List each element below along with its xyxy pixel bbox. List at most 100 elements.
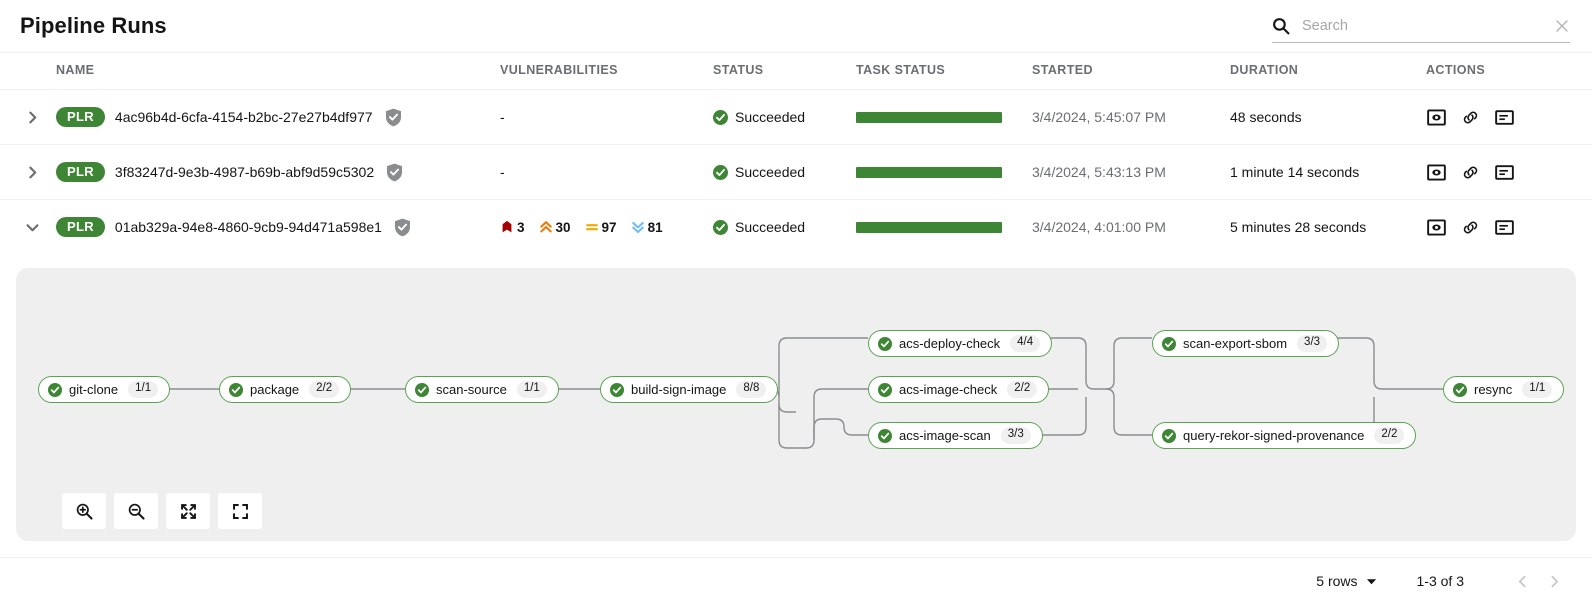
task-status-bar — [856, 111, 1002, 123]
chevron-right-icon[interactable] — [14, 154, 50, 190]
pipeline-node-label: git-clone — [69, 382, 119, 397]
row-duration-cell: 5 minutes 28 seconds — [1230, 200, 1426, 255]
pipeline-graph-edges — [156, 337, 1443, 449]
search-box[interactable] — [1272, 9, 1570, 43]
status-label: Succeeded — [735, 164, 806, 180]
run-type-badge: PLR — [56, 217, 105, 237]
run-name[interactable]: 4ac96b4d-6cfa-4154-b2bc-27e27b4df977 — [114, 109, 373, 125]
row-started-cell: 3/4/2024, 4:01:00 PM — [1032, 200, 1230, 255]
table-row[interactable]: PLR 01ab329a-94e8-4860-9cb9-94d471a598e1… — [0, 200, 1592, 255]
duration-value: 1 minute 14 seconds — [1230, 164, 1360, 180]
severity-critical-icon — [502, 220, 512, 233]
row-task-status-cell — [856, 144, 1032, 200]
search-icon — [1272, 17, 1290, 35]
eye-box-icon[interactable] — [1426, 217, 1446, 237]
vulnerability-critical: 3 — [500, 220, 525, 235]
table-row[interactable]: PLR 3f83247d-9e3b-4987-b69b-abf9d59c5302… — [0, 144, 1592, 200]
fit-to-screen-button[interactable] — [166, 493, 210, 529]
link-icon[interactable] — [1460, 107, 1480, 127]
search-input[interactable] — [1302, 17, 1548, 34]
page-header: Pipeline Runs — [0, 0, 1592, 52]
zoom-in-icon — [75, 502, 94, 521]
column-header-name: NAME — [56, 52, 500, 90]
check-circle-icon — [878, 336, 892, 351]
table-header: NAME VULNERABILITIES STATUS TASK STATUS … — [0, 52, 1592, 90]
check-circle-icon — [1162, 428, 1176, 443]
row-vulnerabilities-cell: - — [500, 144, 713, 200]
pipeline-node-git-clone[interactable]: git-clone 1/1 — [38, 376, 171, 403]
run-type-badge: PLR — [56, 162, 105, 182]
row-name-cell: PLR 01ab329a-94e8-4860-9cb9-94d471a598e1 — [56, 200, 500, 255]
row-vulnerabilities-cell: - — [500, 89, 713, 145]
pipeline-node-resync[interactable]: resync 1/1 — [1443, 376, 1565, 403]
vulnerabilities-empty: - — [500, 109, 505, 125]
row-name-cell: PLR 4ac96b4d-6cfa-4154-b2bc-27e27b4df977 — [56, 89, 500, 145]
row-actions-cell — [1426, 89, 1592, 145]
column-header-task-status: TASK STATUS — [856, 52, 1032, 90]
link-icon[interactable] — [1460, 162, 1480, 182]
page-title: Pipeline Runs — [20, 13, 167, 38]
link-icon[interactable] — [1460, 217, 1480, 237]
check-circle-icon — [713, 219, 728, 235]
pipeline-node-count: 2/2 — [1374, 427, 1405, 444]
pipeline-graph-panel: git-clone 1/1 package 2/2 scan-source 1/… — [16, 268, 1576, 541]
pipeline-node-count: 4/4 — [1010, 335, 1041, 352]
page-range-label: 1-3 of 3 — [1416, 573, 1464, 589]
vulnerability-low: 81 — [631, 220, 663, 235]
pipeline-node-count: 1/1 — [1522, 381, 1553, 398]
row-status-cell: Succeeded — [713, 200, 856, 255]
pipeline-node-count: 2/2 — [309, 381, 340, 398]
pipeline-node-count: 2/2 — [1007, 381, 1038, 398]
pipeline-node-count: 1/1 — [128, 381, 159, 398]
expand-arrows-icon — [179, 502, 198, 521]
duration-value: 5 minutes 28 seconds — [1230, 219, 1367, 235]
column-header-actions: ACTIONS — [1426, 52, 1592, 90]
vulnerabilities-empty: - — [500, 164, 505, 180]
previous-page-button[interactable] — [1506, 565, 1538, 597]
logs-box-icon[interactable] — [1494, 217, 1514, 237]
row-status-cell: Succeeded — [713, 144, 856, 200]
shield-check-icon — [386, 163, 403, 182]
fullscreen-brackets-icon — [231, 502, 250, 521]
caret-down-icon — [1366, 576, 1377, 587]
pipeline-node-count: 3/3 — [1000, 427, 1031, 444]
severity-important-icon — [539, 221, 552, 233]
reset-view-button[interactable] — [218, 493, 262, 529]
pipeline-node-package[interactable]: package 2/2 — [219, 376, 352, 403]
pipeline-node-acs-image-scan[interactable]: acs-image-scan 3/3 — [868, 422, 1043, 449]
row-actions-cell — [1426, 144, 1592, 200]
pipeline-node-scan-export-sbom[interactable]: scan-export-sbom 3/3 — [1152, 330, 1340, 357]
row-status-cell: Succeeded — [713, 89, 856, 145]
zoom-out-icon — [127, 502, 146, 521]
rows-per-page-label: 5 rows — [1316, 573, 1358, 589]
table-row[interactable]: PLR 4ac96b4d-6cfa-4154-b2bc-27e27b4df977… — [0, 89, 1592, 145]
logs-box-icon[interactable] — [1494, 107, 1514, 127]
row-toggle-cell — [0, 144, 56, 200]
pipeline-node-count: 1/1 — [516, 381, 547, 398]
chevron-right-icon[interactable] — [14, 99, 50, 135]
pipeline-node-acs-image-check[interactable]: acs-image-check 2/2 — [868, 376, 1050, 403]
run-type-badge: PLR — [56, 107, 105, 127]
run-name[interactable]: 01ab329a-94e8-4860-9cb9-94d471a598e1 — [114, 219, 382, 235]
row-name-cell: PLR 3f83247d-9e3b-4987-b69b-abf9d59c5302 — [56, 144, 500, 200]
eye-box-icon[interactable] — [1426, 107, 1446, 127]
chevron-down-icon[interactable] — [14, 209, 50, 245]
run-name[interactable]: 3f83247d-9e3b-4987-b69b-abf9d59c5302 — [114, 164, 375, 180]
pipeline-node-query-rekor-signed-provenance[interactable]: query-rekor-signed-provenance 2/2 — [1152, 422, 1417, 449]
eye-box-icon[interactable] — [1426, 162, 1446, 182]
row-duration-cell: 1 minute 14 seconds — [1230, 144, 1426, 200]
close-icon[interactable] — [1554, 18, 1570, 34]
logs-box-icon[interactable] — [1494, 162, 1514, 182]
next-page-button[interactable] — [1538, 565, 1570, 597]
shield-check-icon — [394, 218, 411, 237]
pipeline-node-build-sign-image[interactable]: build-sign-image 8/8 — [600, 376, 779, 403]
zoom-out-button[interactable] — [114, 493, 158, 529]
footer-divider — [0, 557, 1592, 558]
duration-value: 48 seconds — [1230, 109, 1302, 125]
pipeline-node-acs-deploy-check[interactable]: acs-deploy-check 4/4 — [868, 330, 1053, 357]
rows-per-page-select[interactable]: 5 rows — [1316, 573, 1376, 589]
pipeline-node-scan-source[interactable]: scan-source 1/1 — [405, 376, 559, 403]
column-header-vulnerabilities: VULNERABILITIES — [500, 52, 713, 90]
zoom-in-button[interactable] — [62, 493, 106, 529]
status-label: Succeeded — [735, 109, 806, 125]
